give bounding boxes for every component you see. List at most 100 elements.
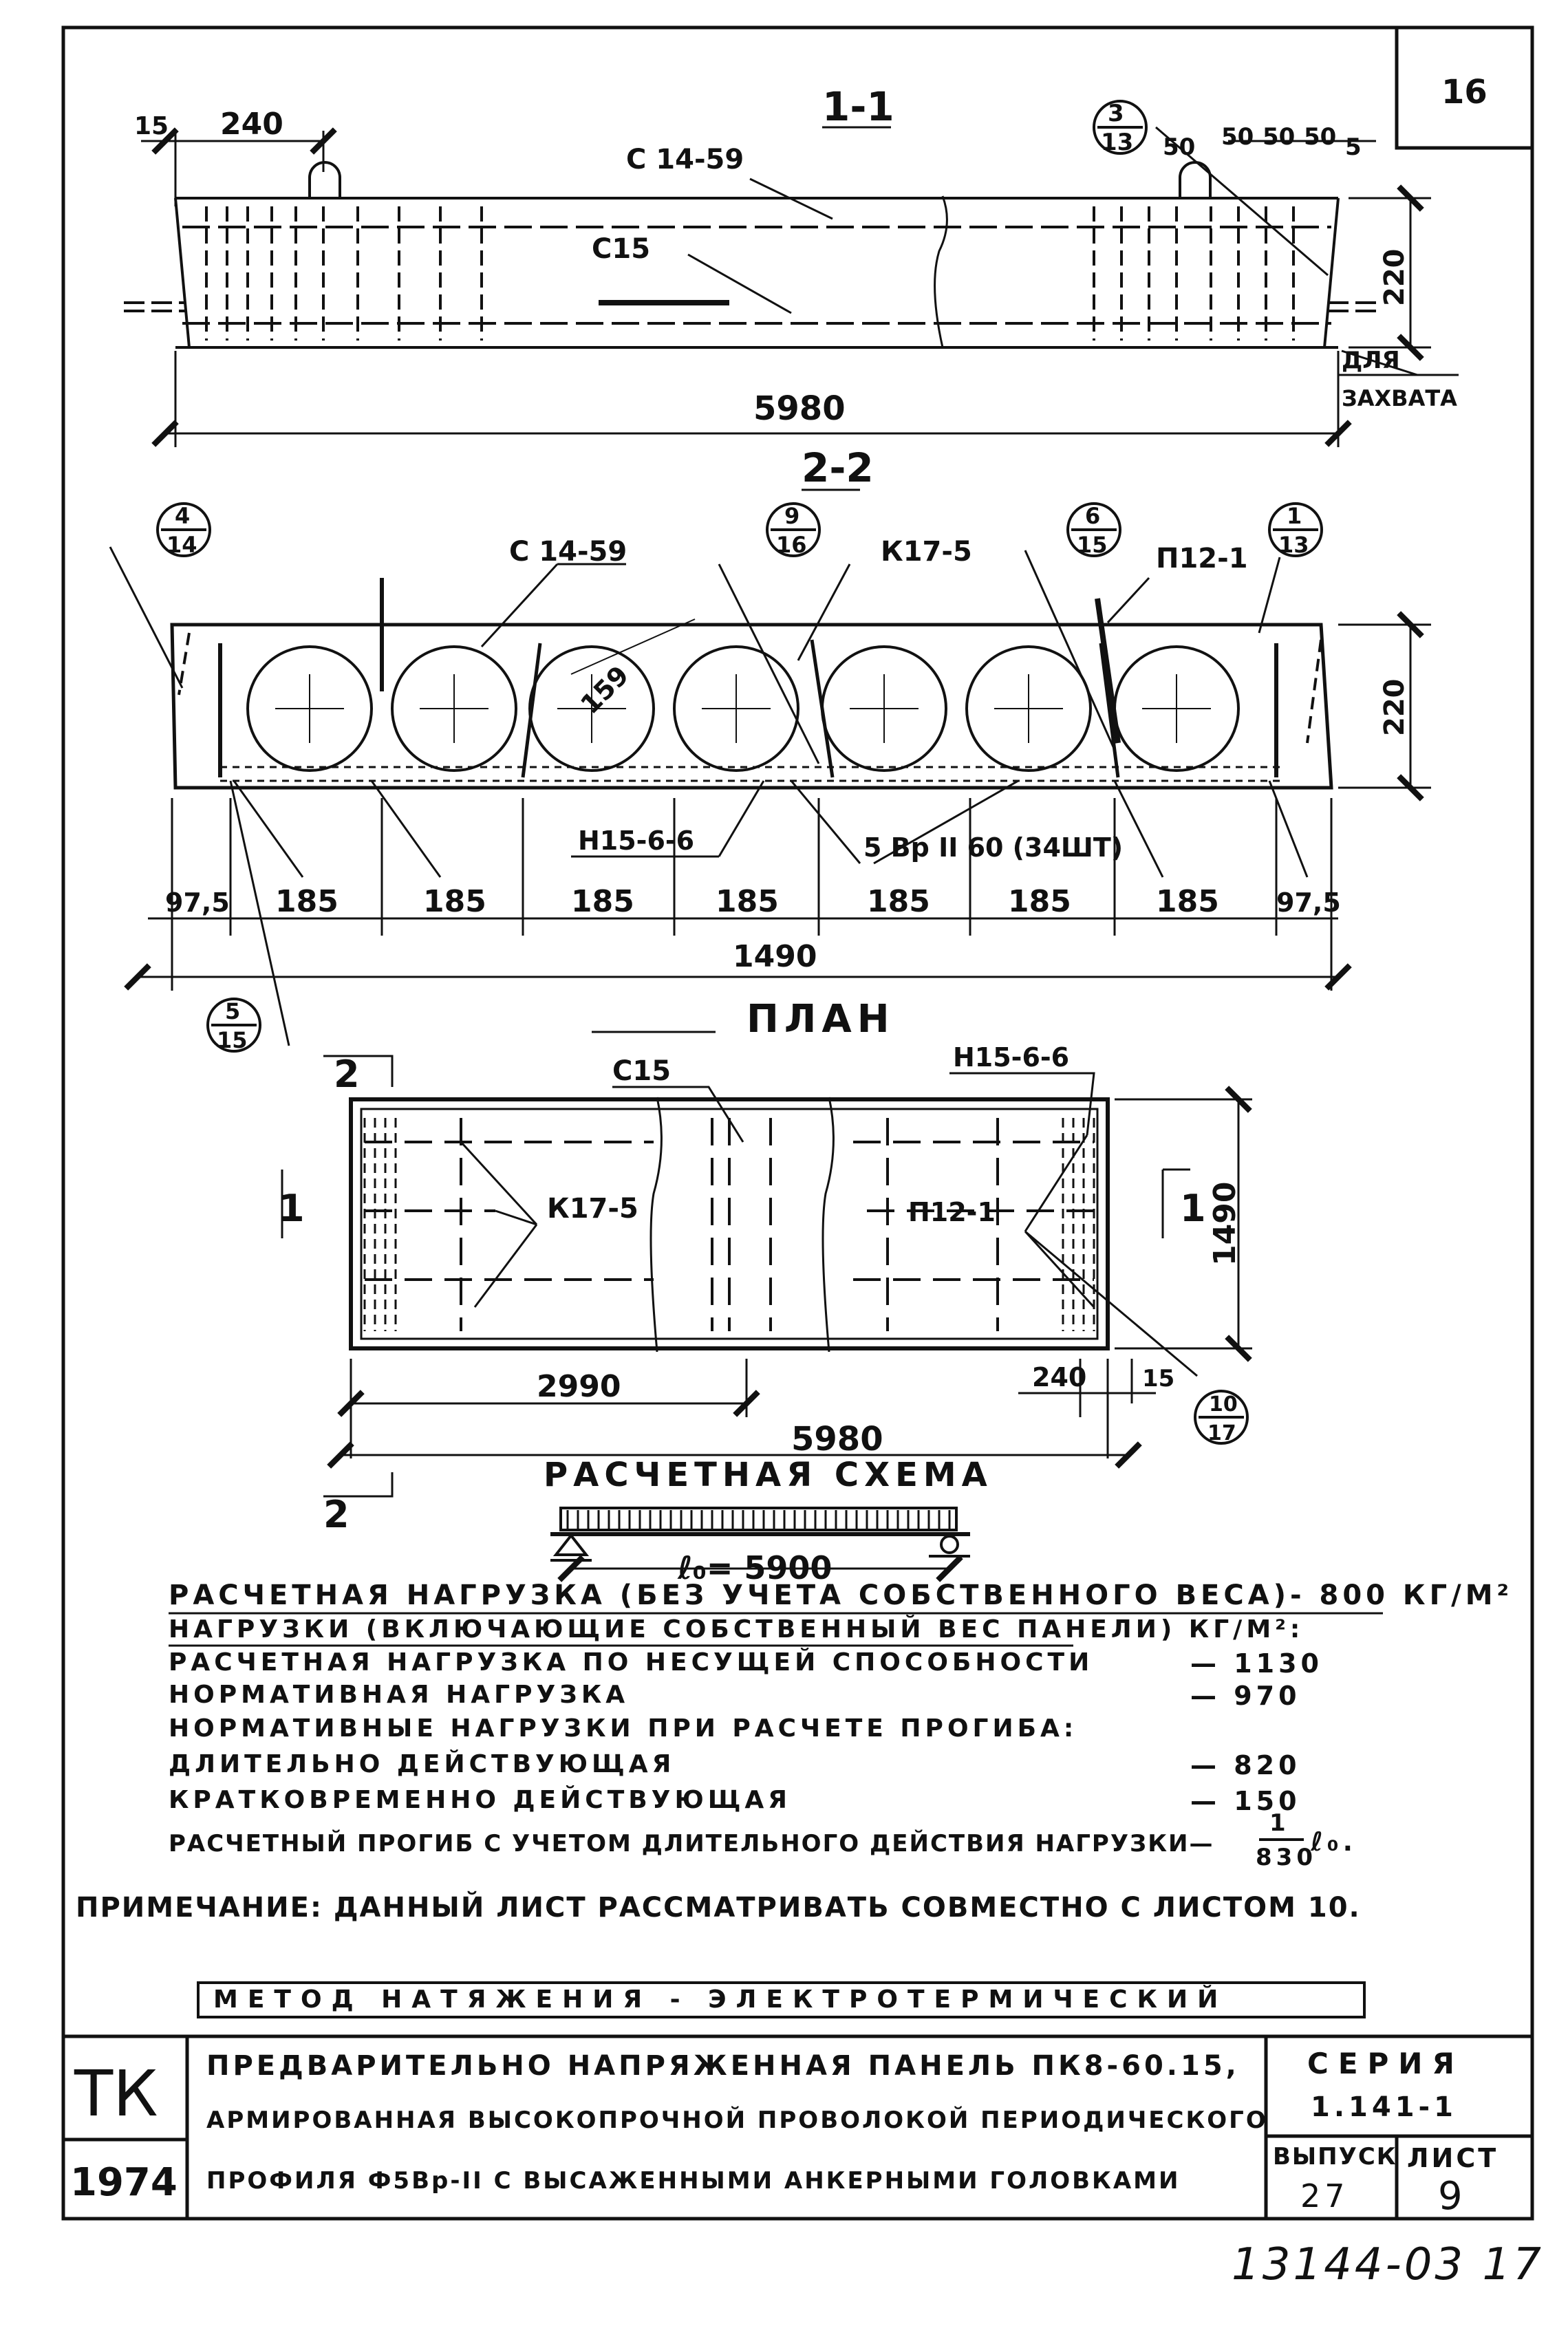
archive-stamp: 13144-03 17 bbox=[1232, 2239, 1544, 2290]
label-wire: 5 Вр II 60 (34ШТ) bbox=[863, 832, 1123, 863]
ref-4-top: 4 bbox=[175, 503, 190, 529]
title-line-2: АРМИРОВАННАЯ ВЫСОКОПРОЧНОЙ ПРОВОЛОКОЙ ПЕ… bbox=[206, 2107, 1268, 2134]
label-n15-6-6-s22: Н15-6-6 bbox=[578, 826, 694, 856]
year: 1974 bbox=[70, 2160, 178, 2205]
title-line-1: ПРЕДВАРИТЕЛЬНО НАПРЯЖЕННАЯ ПАНЕЛЬ ПК8-60… bbox=[206, 2050, 1240, 2082]
label-p12-1-s22: П12-1 bbox=[1156, 543, 1248, 574]
cut-mark-1-right: 1 bbox=[1180, 1187, 1206, 1230]
dim-5: 5 bbox=[1345, 133, 1362, 161]
dim-185-5: 185 bbox=[867, 884, 930, 919]
scheme-span: ℓ₀= 5900 bbox=[677, 1549, 832, 1586]
dim-220-s11: 220 bbox=[1379, 249, 1410, 307]
ref-5-bottom: 15 bbox=[217, 1027, 248, 1053]
ref-5-top: 5 bbox=[225, 998, 240, 1024]
dim-15: 15 bbox=[134, 112, 169, 140]
deflection-tail: ℓ₀. bbox=[1311, 1827, 1357, 1857]
deflection-numerator: 1 bbox=[1269, 1809, 1290, 1837]
ref-6-top: 6 bbox=[1085, 503, 1100, 529]
dim-185-3: 185 bbox=[571, 884, 634, 919]
label-k17-5-s22: К17-5 bbox=[881, 536, 972, 568]
deflection-denominator: 830 bbox=[1256, 1844, 1317, 1871]
sheet-frame bbox=[61, 25, 1534, 2221]
plan-dims bbox=[327, 1086, 1252, 1469]
ref-circle-1-13 bbox=[1268, 502, 1323, 557]
dim-97-5-left: 97,5 bbox=[165, 887, 230, 918]
sheet-number-box bbox=[1395, 28, 1532, 150]
ref-4-bottom: 14 bbox=[167, 532, 197, 558]
ref-circle-4-14 bbox=[156, 502, 211, 557]
label-grip-2: ЗАХВАТА bbox=[1342, 385, 1457, 411]
section-1-1-title: 1-1 bbox=[822, 83, 894, 130]
section-2-2-title: 2-2 bbox=[802, 444, 874, 491]
deflection-label: РАСЧЕТНЫЙ ПРОГИБ С УЧЕТОМ ДЛИТЕЛЬНОГО ДЕ… bbox=[169, 1830, 1214, 1857]
load-row-label: НОРМАТИВНАЯ НАГРУЗКА bbox=[169, 1681, 630, 1709]
dim-50-a: 50 bbox=[1163, 133, 1195, 161]
sheet-label: ЛИСТ bbox=[1407, 2143, 1499, 2173]
dim-240-plan: 240 bbox=[1032, 1362, 1086, 1392]
ref-3-bottom: 13 bbox=[1101, 129, 1133, 156]
dim-15-plan: 15 bbox=[1142, 1365, 1174, 1392]
load-row-label: ДЛИТЕЛЬНО ДЕЙСТВУЮЩАЯ bbox=[169, 1750, 676, 1778]
label-k17-5-plan: К17-5 bbox=[547, 1193, 638, 1225]
ref-10-bottom: 17 bbox=[1207, 1421, 1236, 1445]
load-row-value: — 150 bbox=[1190, 1786, 1301, 1816]
label-c15-s11: С15 bbox=[592, 233, 650, 265]
dim-220-s22: 220 bbox=[1379, 679, 1410, 737]
dim-185-7: 185 bbox=[1156, 884, 1219, 919]
label-n15-6-6-plan: Н15-6-6 bbox=[953, 1042, 1069, 1073]
series-label: СЕРИЯ bbox=[1307, 2047, 1464, 2080]
dim-185-1: 185 bbox=[275, 884, 339, 919]
load-row-label: РАСЧЕТНАЯ НАГРУЗКА ПО НЕСУЩЕЙ СПОСОБНОСТ… bbox=[169, 1648, 1094, 1677]
dim-97-5-right: 97,5 bbox=[1276, 887, 1341, 918]
dim-5980-s11: 5980 bbox=[753, 389, 846, 428]
org-code: ТК bbox=[74, 2057, 158, 2131]
cut-mark-2-top: 2 bbox=[334, 1053, 360, 1096]
label-grip-1: ДЛЯ bbox=[1342, 347, 1400, 374]
ref-circle-5-15 bbox=[206, 998, 261, 1053]
ref-6-bottom: 15 bbox=[1077, 532, 1108, 558]
note: ПРИМЕЧАНИЕ: ДАННЫЙ ЛИСТ РАССМАТРИВАТЬ СО… bbox=[76, 1892, 1361, 1924]
ref-10-top: 10 bbox=[1209, 1392, 1238, 1417]
load-row-value: — 970 bbox=[1190, 1681, 1301, 1711]
scheme-drawing bbox=[550, 1507, 970, 1582]
dim-50-c: 50 bbox=[1263, 123, 1295, 151]
ref-circle-10-17 bbox=[1194, 1390, 1249, 1445]
ref-3-top: 3 bbox=[1108, 100, 1124, 127]
section-2-2-leaders bbox=[109, 546, 1309, 1046]
ref-1-bottom: 13 bbox=[1278, 532, 1309, 558]
dim-2990: 2990 bbox=[537, 1369, 621, 1404]
load-row-label: НОРМАТИВНЫЕ НАГРУЗКИ ПРИ РАСЧЕТЕ ПРОГИБА… bbox=[169, 1714, 1078, 1743]
section-1-1-drawing bbox=[124, 126, 1383, 349]
sheet-value: 9 bbox=[1438, 2174, 1467, 2219]
dim-50-d: 50 bbox=[1304, 123, 1336, 151]
load-row-value: — 820 bbox=[1190, 1750, 1301, 1780]
section-1-1-dims bbox=[141, 127, 1459, 447]
cut-mark-1-left: 1 bbox=[279, 1187, 305, 1230]
scheme-title: РАСЧЕТНАЯ СХЕМА bbox=[544, 1456, 993, 1494]
issue-label: ВЫПУСК bbox=[1273, 2143, 1397, 2171]
ref-9-bottom: 16 bbox=[776, 532, 807, 558]
label-c14-59-s22: С 14-59 bbox=[509, 536, 627, 568]
label-c14-59-s11: С 14-59 bbox=[626, 144, 744, 175]
series-value: 1.141-1 bbox=[1311, 2091, 1457, 2123]
issue-value: 27 bbox=[1300, 2177, 1349, 2215]
lifting-loop-right bbox=[1179, 161, 1212, 198]
cut-mark-2-bottom: 2 bbox=[323, 1493, 350, 1536]
label-p12-1-plan: П12-1 bbox=[908, 1197, 996, 1227]
sheet-number: 16 bbox=[1441, 73, 1488, 111]
label-c15-plan: С15 bbox=[612, 1055, 671, 1087]
dim-240: 240 bbox=[220, 107, 283, 142]
ref-circle-6-15 bbox=[1066, 502, 1121, 557]
ref-1-top: 1 bbox=[1287, 503, 1302, 529]
plan-title: ПЛАН bbox=[747, 997, 895, 1042]
loads-heading: РАСЧЕТНАЯ НАГРУЗКА (БЕЗ УЧЕТА СОБСТВЕННО… bbox=[169, 1580, 1514, 1611]
plan-drawing bbox=[349, 1097, 1110, 1353]
method-box bbox=[197, 1981, 1366, 2018]
ref-circles bbox=[156, 100, 1323, 1445]
ref-9-top: 9 bbox=[784, 503, 799, 529]
method-text: МЕТОД НАТЯЖЕНИЯ - ЭЛЕКТРОТЕРМИЧЕСКИЙ bbox=[213, 1985, 1228, 2014]
title-block-grid bbox=[63, 2034, 1532, 2219]
loads-subheading: НАГРУЗКИ (ВКЛЮЧАЮЩИЕ СОБСТВЕННЫЙ ВЕС ПАН… bbox=[169, 1615, 1304, 1644]
dim-1490-s22: 1490 bbox=[733, 939, 817, 974]
